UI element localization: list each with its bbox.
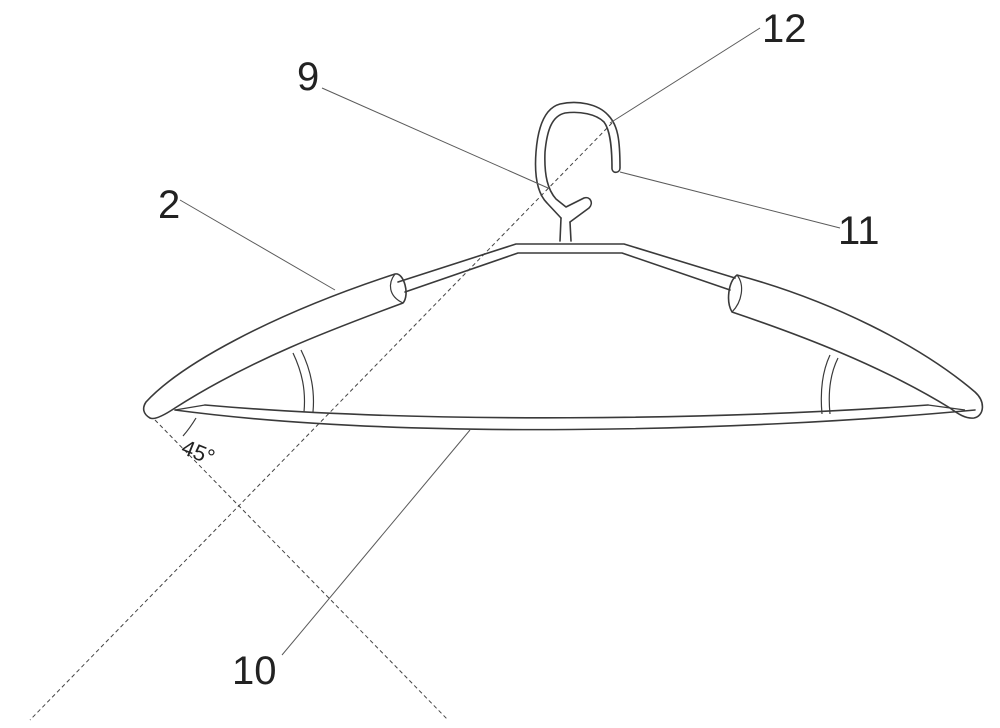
leader-lines: [179, 27, 841, 656]
bottom-bar-left-end: [174, 404, 206, 411]
upper-wire: [397, 243, 736, 293]
label-12: 12: [762, 7, 807, 51]
right-inner-brace: [820, 354, 839, 415]
leader-line-12: [609, 27, 761, 124]
reference-labels: 2 9 12 11 10 45°: [158, 7, 880, 693]
bottom-bar: [174, 404, 976, 431]
angle-arc: [182, 417, 197, 437]
construction-lines: [29, 122, 613, 721]
label-10: 10: [232, 649, 277, 693]
left-inner-brace: [292, 349, 315, 413]
left-shoulder-pad: [142, 273, 407, 420]
leader-line-9: [321, 87, 549, 189]
hook: [534, 101, 621, 223]
bottom-bar-right-end: [927, 404, 966, 411]
hanger-neck: [559, 217, 572, 242]
angle-label: 45°: [178, 434, 218, 470]
leader-line-10: [281, 429, 471, 656]
right-pad-seam: [731, 274, 743, 313]
hanger: [142, 101, 984, 431]
left-pad-seam: [389, 273, 404, 304]
label-2: 2: [158, 183, 180, 227]
label-9: 9: [297, 55, 319, 99]
leader-line-11: [619, 171, 841, 229]
leader-line-2: [179, 199, 336, 291]
label-11: 11: [838, 209, 880, 253]
right-shoulder-pad: [727, 274, 984, 419]
diagonal-construction-line: [29, 122, 613, 721]
